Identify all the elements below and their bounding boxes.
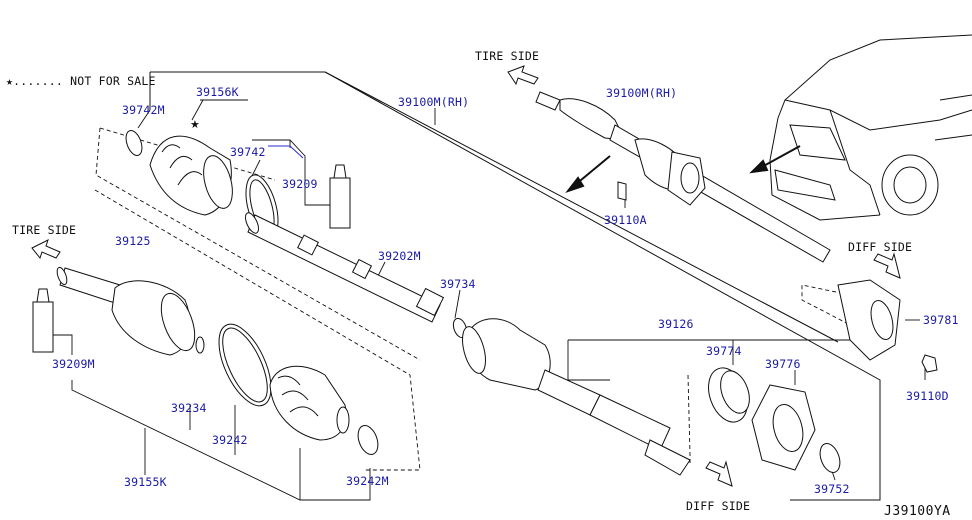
part-39156K[interactable]: 39156K [196,85,239,99]
part-39126[interactable]: 39126 [658,317,694,331]
boot-39155K [269,365,347,441]
part-39242[interactable]: 39242 [212,433,248,447]
part-39776[interactable]: 39776 [765,357,801,371]
part-39209M[interactable]: 39209M [52,357,95,371]
direction-arrow-icon [31,65,901,487]
bracket-39781 [837,279,901,361]
part-39100M-detail[interactable]: 39100M(RH) [606,86,678,100]
part-39234[interactable]: 39234 [171,401,207,415]
part-39242M[interactable]: 39242M [346,474,389,488]
grease-tube-39209M [32,301,54,353]
legend-text: ....... NOT FOR SALE [13,74,156,88]
part-39742M[interactable]: 39742M [122,103,165,117]
part-39155K[interactable]: 39155K [124,475,167,489]
part-39110A[interactable]: 39110A [604,213,647,227]
assembly-frame [149,71,881,501]
part-39110D[interactable]: 39110D [906,389,949,403]
inner-joint-group [125,130,351,240]
part-39125[interactable]: 39125 [115,234,151,248]
tire-side-label-left: TIRE SIDE [12,223,77,237]
part-39752[interactable]: 39752 [814,482,850,496]
part-39734[interactable]: 39734 [440,277,476,291]
snap-ring-39234 [195,336,205,354]
legend: ★....... NOT FOR SALE [6,75,156,88]
star-icon: ★ [6,74,14,88]
clamp-ring-39242M [357,425,379,455]
solid-arrows [565,145,801,193]
star-icon: ★ [190,118,200,131]
part-39781[interactable]: 39781 [923,313,959,327]
tire-side-label-top: TIRE SIDE [475,49,540,63]
vehicle-outline-icon [769,34,972,221]
main-shaft [245,212,691,476]
clamp-ring-39742M [125,130,143,156]
leader-highlight [268,145,304,159]
diff-side-label-right: DIFF SIDE [848,240,913,254]
part-39209[interactable]: 39209 [282,177,318,191]
seal-39752 [819,443,841,473]
part-39742[interactable]: 39742 [230,145,266,159]
diagram-code: J39100YA [884,504,951,519]
bolt-39110D [921,354,938,373]
diff-side-label-bottom: DIFF SIDE [686,499,751,513]
part-39100M-main[interactable]: 39100M(RH) [398,95,470,109]
diff-side-parts [708,279,938,473]
outer-joint-group [32,266,379,455]
grease-tube-39209 [329,177,351,229]
detail-shaft [535,91,831,263]
part-39202M[interactable]: 39202M [378,249,421,263]
part-39774[interactable]: 39774 [706,344,742,358]
